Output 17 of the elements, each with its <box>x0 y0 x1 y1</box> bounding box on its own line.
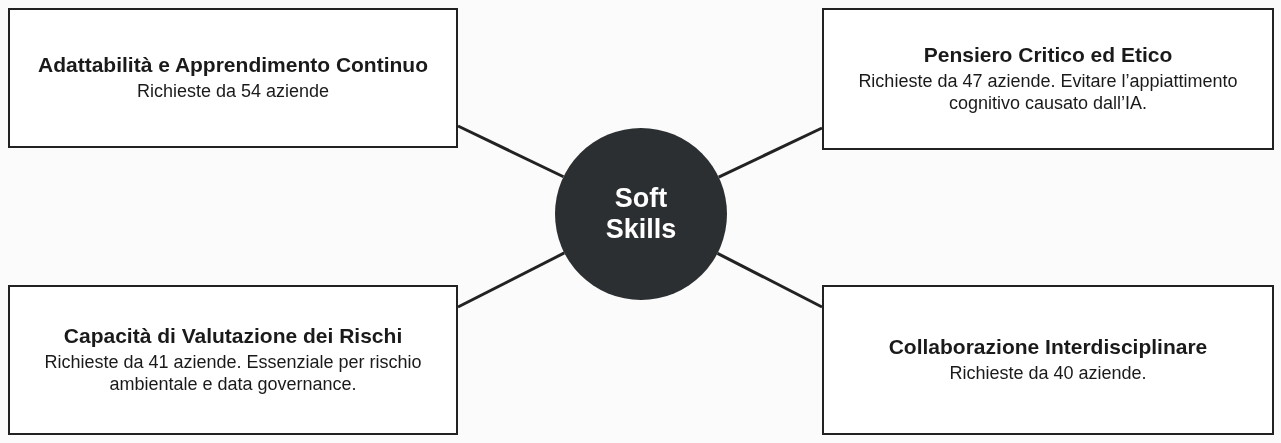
skill-box <box>822 285 1274 435</box>
connector-line <box>716 251 823 309</box>
skill-title: Pensiero Critico ed Etico <box>923 43 1173 68</box>
skill-title: Adattabilità e Apprendimento Continuo <box>37 53 428 78</box>
skill-box <box>8 285 458 435</box>
connector-line <box>457 124 565 179</box>
connector-line <box>457 251 565 309</box>
connector-line <box>718 126 823 179</box>
skill-description: Richieste da 54 aziende <box>136 81 330 103</box>
skill-title: Collaborazione Interdisciplinare <box>888 335 1208 360</box>
skill-title: Capacità di Valutazione dei Rischi <box>63 324 403 349</box>
skill-description: Richieste da 40 aziende. <box>949 363 1147 385</box>
skill-description: Richieste da 47 aziende. Evitare l’appiattimento cognitivo causato dall’IA. <box>857 71 1239 115</box>
skill-title: Soft Skills <box>604 182 678 246</box>
skill-description: Richieste da 41 aziende. Essenziale per rischio ambientale e data governance. <box>43 352 423 396</box>
skill-box <box>822 8 1274 150</box>
skill-box <box>8 8 458 148</box>
